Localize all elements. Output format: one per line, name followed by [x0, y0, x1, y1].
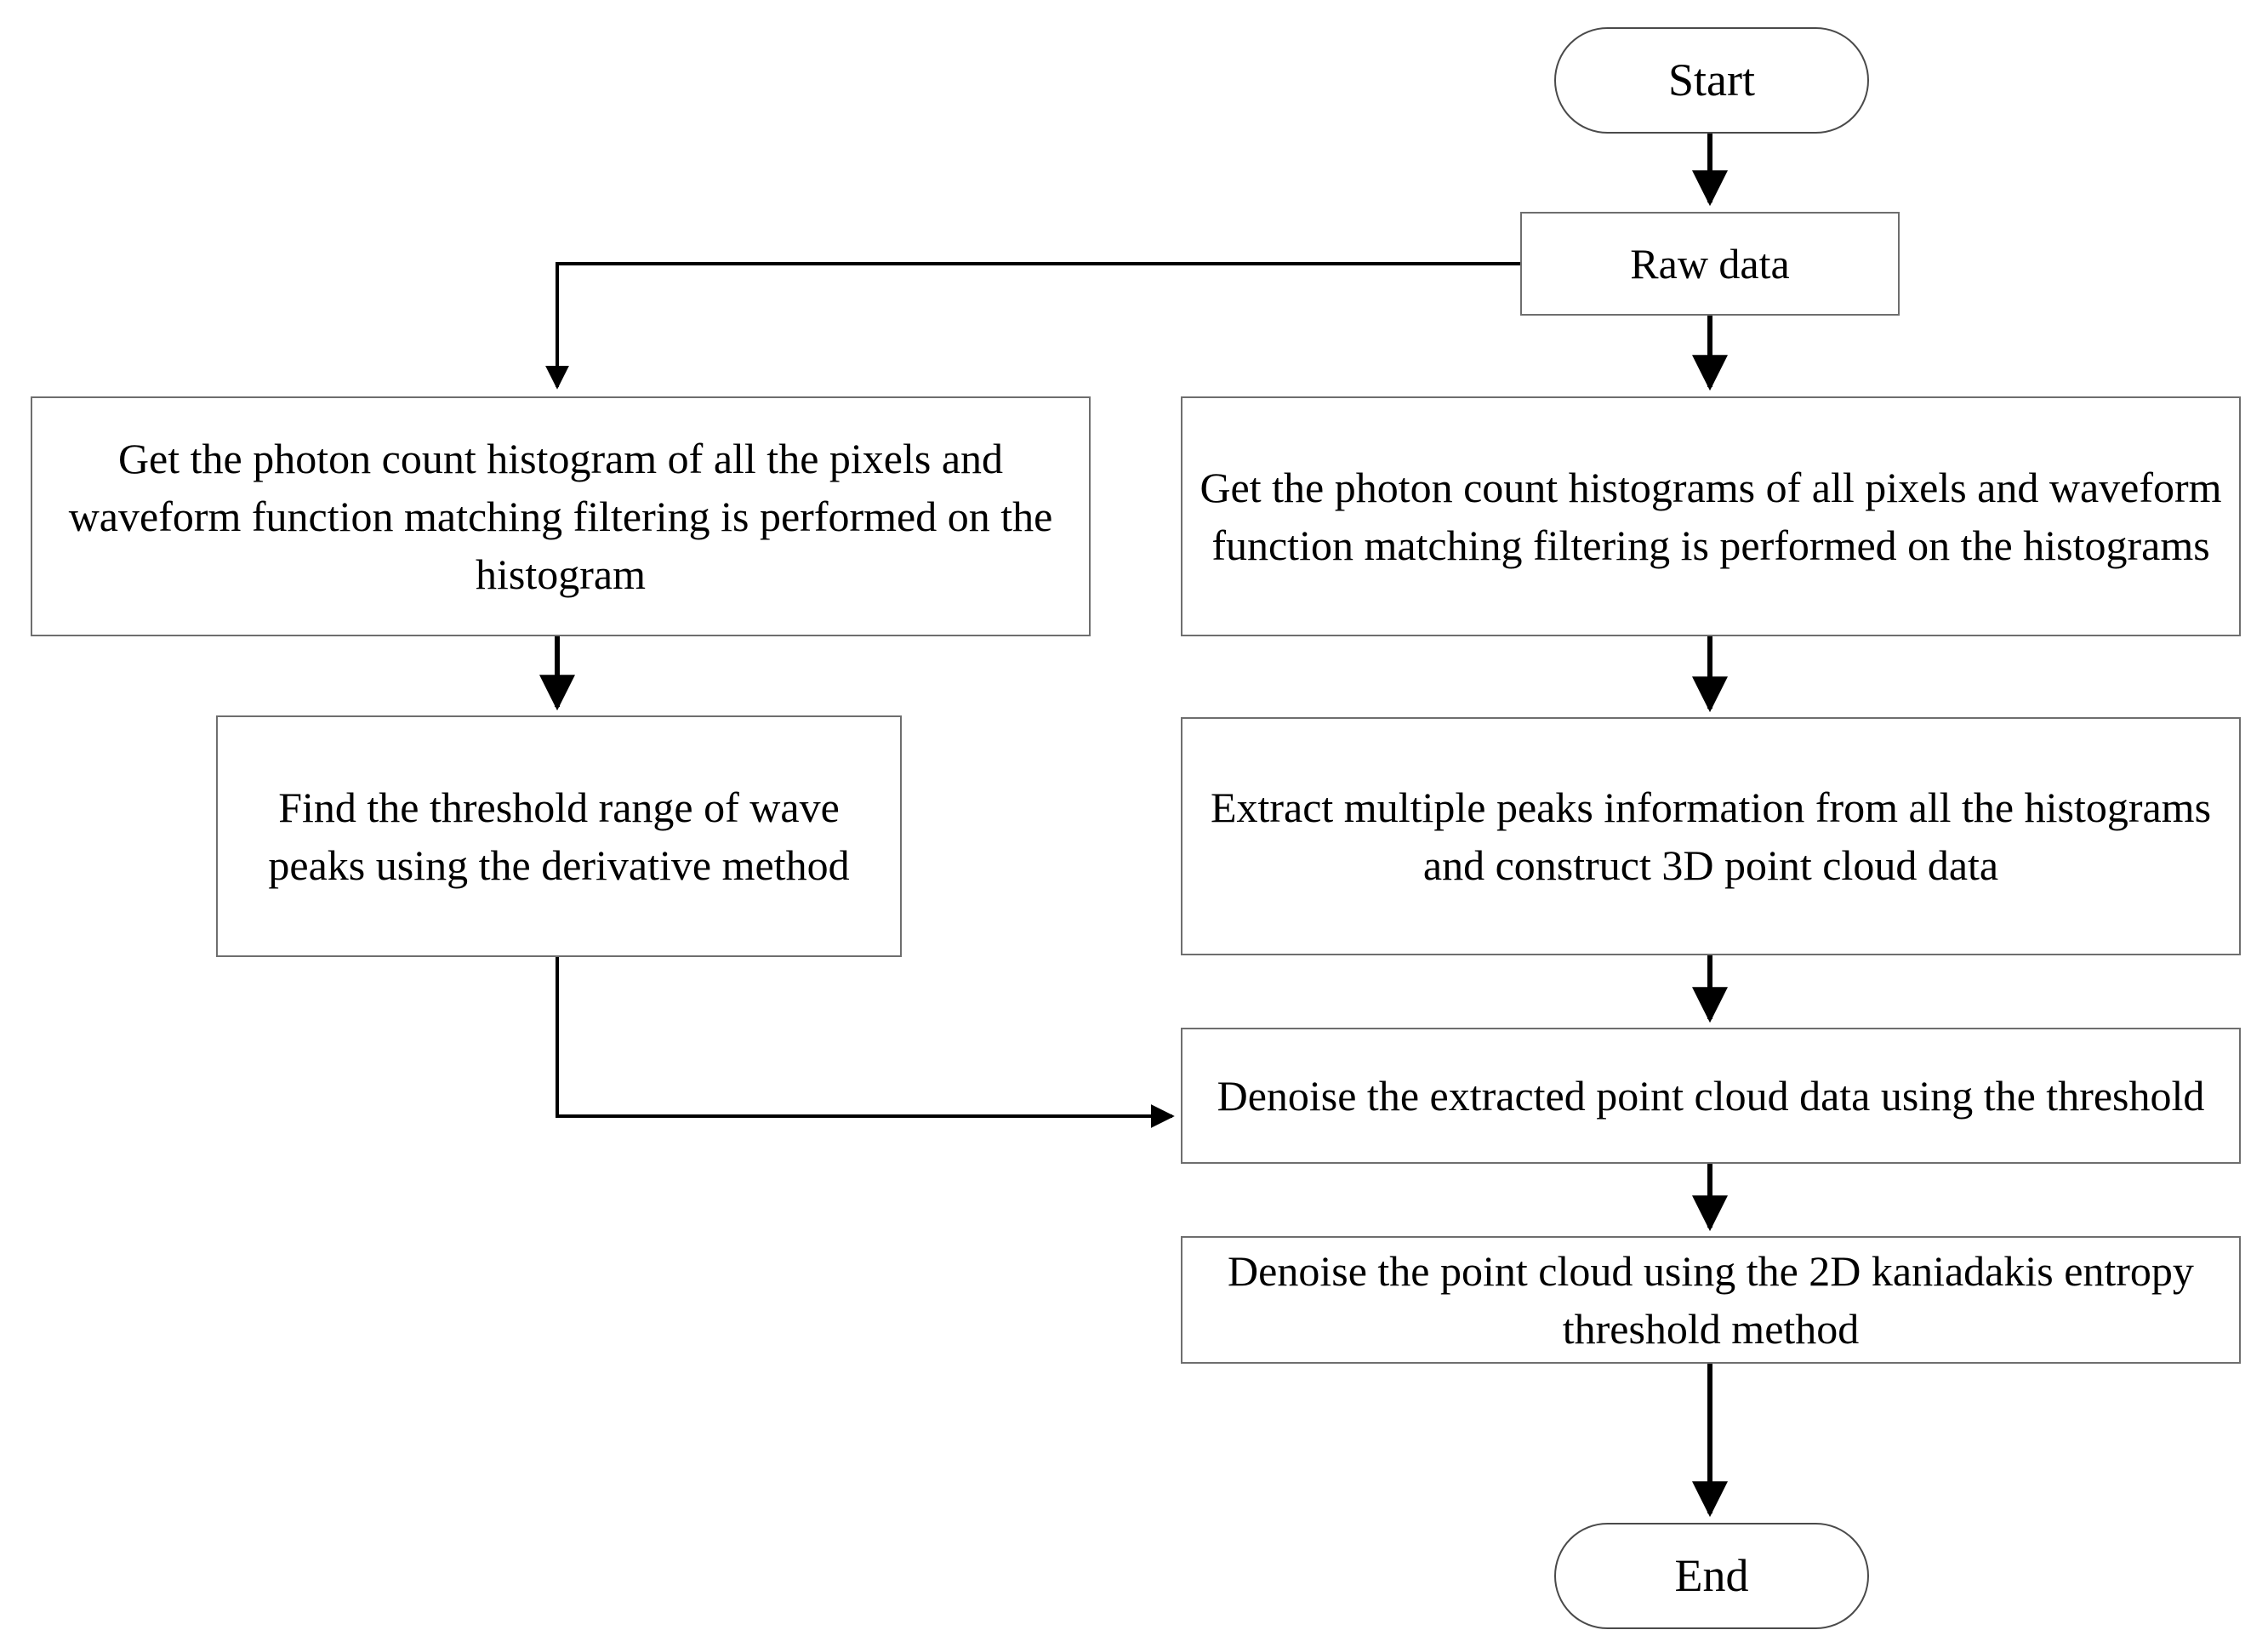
node-left-threshold-label: Find the threshold range of wave peaks u… [268, 784, 850, 889]
node-right-extract-label: Extract multiple peaks information from … [1210, 784, 2212, 889]
node-end-label: End [1674, 1549, 1749, 1601]
node-right-histograms-label: Get the photon count histograms of all p… [1200, 464, 2222, 569]
node-raw-data[interactable]: Raw data [1520, 212, 1900, 316]
node-raw-data-label: Raw data [1630, 240, 1790, 288]
node-denoise-entropy-label: Denoise the point cloud using the 2D kan… [1228, 1247, 2194, 1353]
node-denoise-threshold[interactable]: Denoise the extracted point cloud data u… [1181, 1028, 2241, 1164]
node-left-histogram[interactable]: Get the photon count histogram of all th… [31, 396, 1091, 636]
node-left-threshold[interactable]: Find the threshold range of wave peaks u… [216, 715, 902, 957]
node-start[interactable]: Start [1554, 27, 1869, 134]
node-end[interactable]: End [1554, 1523, 1869, 1629]
edge-raw-data-to-left-histogram [545, 262, 1520, 390]
node-start-label: Start [1668, 54, 1755, 105]
node-denoise-threshold-label: Denoise the extracted point cloud data u… [1217, 1072, 2205, 1120]
node-denoise-entropy[interactable]: Denoise the point cloud using the 2D kan… [1181, 1236, 2241, 1364]
edge-left-threshold-to-denoise-threshold [556, 957, 1175, 1128]
node-right-histograms[interactable]: Get the photon count histograms of all p… [1181, 396, 2241, 636]
node-left-histogram-label: Get the photon count histogram of all th… [68, 435, 1053, 598]
node-right-extract[interactable]: Extract multiple peaks information from … [1181, 717, 2241, 955]
